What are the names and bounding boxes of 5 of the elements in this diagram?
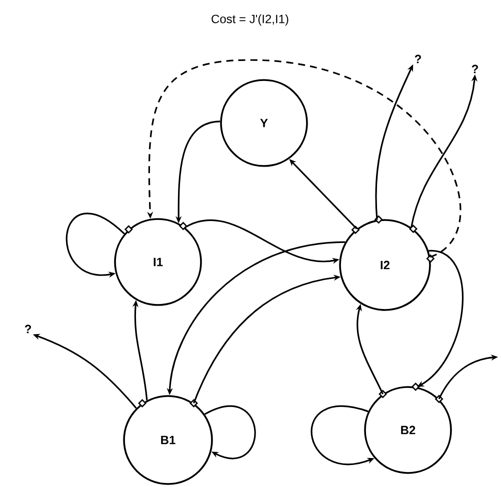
question-mark: ?	[24, 324, 31, 334]
edge-label: Cost = J'(I2,I1)	[212, 14, 288, 26]
question-mark: ?	[472, 64, 478, 74]
question-mark: ?	[414, 54, 421, 64]
arrow	[204, 405, 256, 459]
